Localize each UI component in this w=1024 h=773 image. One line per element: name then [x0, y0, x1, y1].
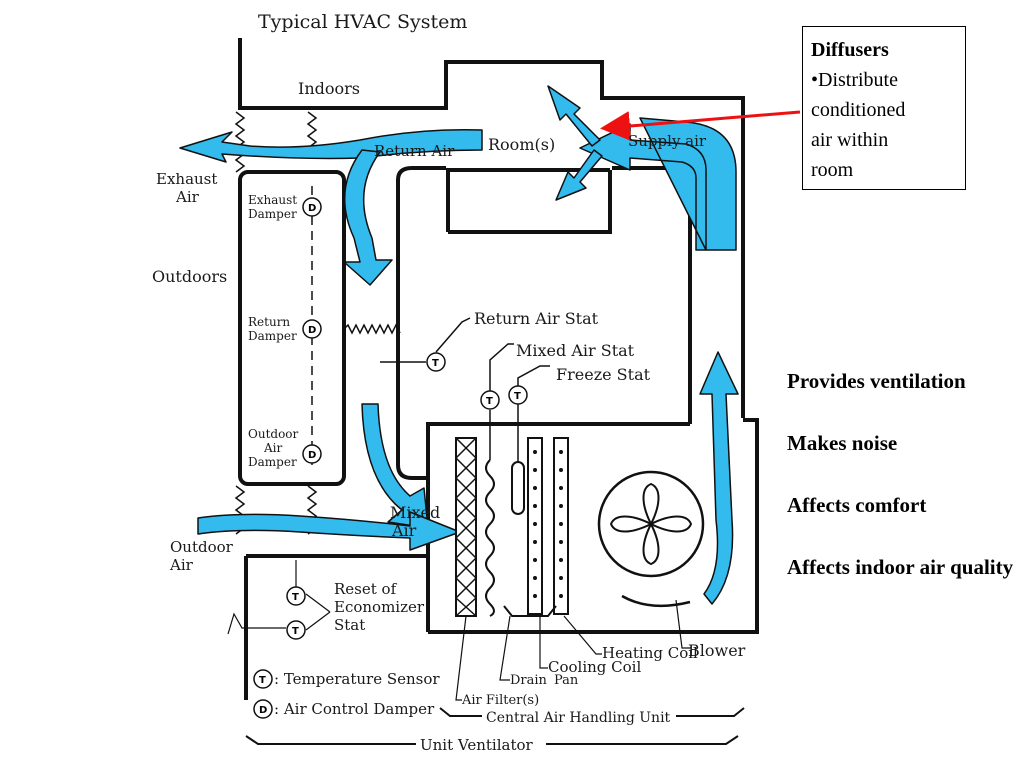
return-air-arrow: [343, 149, 393, 286]
diagram-title: Typical HVAC System: [258, 11, 467, 33]
callout-line-1: •Distribute: [811, 69, 898, 91]
label-leaders: [227, 560, 690, 701]
callout-line-2: conditioned: [811, 99, 906, 121]
diffuser-arrow-up: [547, 85, 601, 147]
reset-stat-symbol-2: T: [286, 620, 306, 640]
callout-heading: Diffusers: [811, 39, 889, 61]
mixed-air-stat-symbol: T: [480, 390, 500, 410]
diffuser-arrow-down: [555, 149, 603, 201]
hvac-points-list: Provides ventilation Makes noise Affects…: [787, 366, 1017, 583]
label-outdoors: Outdoors: [152, 267, 227, 286]
return-damper-symbol: D: [302, 319, 322, 339]
label-mixed-air-stat: Mixed Air Stat: [516, 341, 635, 360]
svg-text:T: T: [432, 358, 439, 369]
legend-air-control-damper: : Air Control Damper: [274, 700, 435, 718]
callout-line-4: room: [811, 159, 854, 181]
freeze-stat-symbol: T: [508, 385, 528, 405]
label-mixed-air-2: Air: [391, 521, 417, 540]
exhaust-damper-symbol: D: [302, 197, 322, 217]
legend-temp-symbol: T: [253, 669, 273, 689]
label-rooms: Room(s): [488, 135, 555, 154]
label-reset-3: Stat: [334, 616, 365, 634]
label-air-filters: Air Filter(s): [461, 693, 539, 708]
svg-text:T: T: [292, 592, 299, 603]
label-exhaust-air-1: Exhaust: [156, 170, 217, 188]
unit-brackets: [245, 707, 745, 745]
outdoor-air-arrow: [197, 511, 461, 551]
svg-text:D: D: [308, 203, 316, 214]
svg-text:D: D: [308, 325, 316, 336]
exhaust-air-arrow: [179, 128, 483, 163]
air-filter: [455, 437, 477, 617]
label-indoors: Indoors: [298, 79, 360, 98]
label-central-air-handling-unit: Central Air Handling Unit: [486, 710, 671, 726]
label-exhaust-damper-1: Exhaust: [248, 193, 297, 207]
label-outdoor-air-1: Outdoor: [170, 538, 234, 556]
label-supply-air: Supply air: [628, 132, 707, 150]
label-return-air-stat: Return Air Stat: [474, 309, 599, 328]
return-air-stat-symbol: T: [426, 352, 446, 372]
label-outdoor-damper-2: Air: [263, 441, 283, 455]
return-to-mixed-arrow: [361, 403, 429, 529]
label-drain-pan-2: Pan: [554, 673, 579, 688]
label-exhaust-air-2: Air: [175, 188, 200, 206]
label-drain-pan-1: Drain: [510, 673, 548, 688]
svg-text:D: D: [308, 450, 316, 461]
heating-coil: [553, 437, 569, 615]
freeze-stat-bulb: [511, 461, 525, 515]
reset-stat-symbol-1: T: [286, 586, 306, 606]
svg-text:T: T: [259, 675, 266, 686]
label-outdoor-air-2: Air: [169, 556, 194, 574]
blower-supply-arrow: [699, 351, 739, 605]
mixed-air-sensor-coil: [485, 459, 495, 617]
callout-line-3: air within: [811, 129, 889, 151]
sensor-wiring: [343, 317, 550, 462]
label-return-air: Return Air: [374, 142, 455, 160]
outdoor-air-damper-symbol: D: [302, 444, 322, 464]
supply-air-duct-arrow: [579, 117, 737, 251]
blower: [597, 470, 705, 608]
label-freeze-stat: Freeze Stat: [556, 365, 651, 384]
legend-damper-symbol: D: [253, 699, 273, 719]
air-handling-unit: [426, 418, 759, 634]
label-outdoor-damper-1: Outdoor: [248, 427, 299, 441]
diagram-labels: Indoors Outdoors Exhaust Air Return Air …: [152, 79, 746, 754]
point-noise: Makes noise: [787, 431, 898, 455]
label-cooling-coil: Cooling Coil: [548, 658, 641, 676]
label-unit-ventilator: Unit Ventilator: [420, 736, 534, 754]
point-ventilation: Provides ventilation: [787, 369, 966, 393]
svg-text:T: T: [514, 391, 521, 402]
diffuser-pointer-arrow: [600, 110, 801, 141]
label-outdoor-damper-3: Damper: [248, 455, 297, 469]
sensor-symbols: D D D T T T T T T D: [253, 197, 528, 719]
svg-text:D: D: [259, 705, 267, 716]
cooling-coil: [527, 437, 543, 615]
point-comfort: Affects comfort: [787, 493, 927, 517]
label-exhaust-damper-2: Damper: [248, 207, 297, 221]
drain-pan: [503, 605, 557, 617]
label-reset-1: Reset of: [334, 580, 398, 598]
label-reset-2: Economizer: [334, 598, 425, 616]
label-heating-coil: Heating Coil: [602, 644, 698, 662]
label-return-damper-1: Return: [248, 315, 290, 329]
diffusers-callout: Diffusers •Distribute conditioned air wi…: [802, 26, 966, 190]
airflow-arrows: [179, 85, 739, 605]
svg-text:T: T: [292, 626, 299, 637]
label-mixed-air-1: Mixed: [390, 503, 440, 522]
legend-temperature-sensor: : Temperature Sensor: [274, 670, 440, 688]
label-return-damper-2: Damper: [248, 329, 297, 343]
point-indoor-air-quality: Affects indoor air quality: [787, 555, 1014, 579]
label-blower: Blower: [688, 641, 746, 660]
svg-text:T: T: [486, 396, 493, 407]
room-interior-wall: [446, 168, 612, 234]
